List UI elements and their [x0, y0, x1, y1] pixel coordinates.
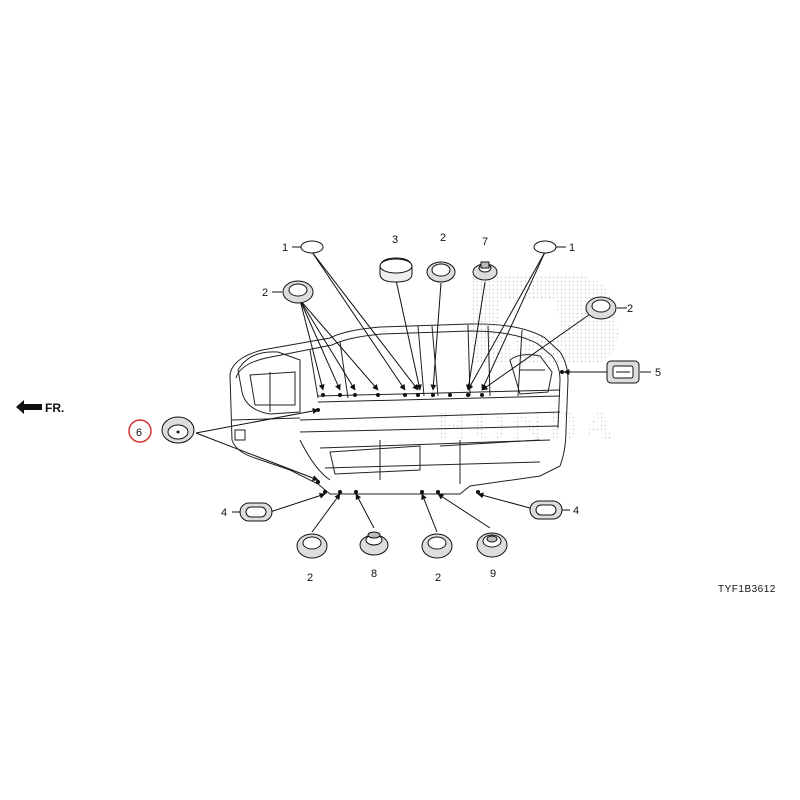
label-2-left: 2	[262, 287, 268, 299]
diagram-code: TYF1B3612	[718, 584, 776, 595]
part-2-top-grommet	[426, 261, 456, 283]
label-1-left: 1	[282, 242, 288, 254]
part-1-right-plug	[533, 240, 557, 254]
leader-lines	[195, 246, 651, 533]
front-label: FR.	[45, 401, 64, 415]
hole-marker	[338, 393, 342, 397]
label-2-bottom-a: 2	[307, 572, 313, 584]
part-labels: 1 3 2 7 1 2 2 5 4 4 2 8 2 9	[221, 232, 661, 584]
part-4-left-grommet	[239, 502, 273, 522]
part-1-left-plug	[300, 240, 324, 254]
honda-watermark-logo: HONDA	[435, 275, 619, 450]
hole-marker	[476, 490, 480, 494]
hole-marker	[376, 393, 380, 397]
hole-marker	[416, 393, 420, 397]
hole-marker	[353, 393, 357, 397]
part-2-bottom-a-grommet	[296, 533, 328, 559]
hole-marker	[431, 393, 435, 397]
part-7-grommet	[472, 261, 498, 281]
hole-marker	[466, 393, 470, 397]
part-6-grommet	[161, 416, 195, 444]
highlight-ring	[128, 419, 152, 443]
label-7: 7	[482, 236, 488, 248]
hole-marker	[316, 480, 320, 484]
label-5: 5	[655, 367, 661, 379]
grommet-locations	[316, 370, 564, 494]
label-9: 9	[490, 568, 496, 580]
part-5-grommet	[606, 360, 640, 384]
label-4-left: 4	[221, 507, 227, 519]
front-arrow-icon	[16, 400, 42, 414]
part-8-grommet	[359, 531, 389, 556]
label-8: 8	[371, 568, 377, 580]
part-3-plug	[379, 257, 413, 283]
hole-marker	[321, 393, 325, 397]
hole-marker	[480, 393, 484, 397]
hole-marker	[323, 490, 327, 494]
hole-marker	[448, 393, 452, 397]
label-2-right: 2	[627, 303, 633, 315]
label-2-top: 2	[440, 232, 446, 244]
part-2-left-grommet	[282, 280, 314, 304]
hole-marker	[420, 490, 424, 494]
label-3: 3	[392, 234, 398, 246]
hole-marker	[354, 490, 358, 494]
part-2-bottom-b-grommet	[421, 533, 453, 559]
hole-marker	[403, 393, 407, 397]
highlighted-part-6: 6	[128, 419, 152, 443]
part-4-right-grommet	[529, 500, 563, 520]
hole-marker	[338, 490, 342, 494]
part-9-grommet	[476, 532, 508, 558]
watermark-text: HONDA	[435, 401, 619, 450]
label-6: 6	[136, 427, 142, 439]
hole-marker	[560, 370, 564, 374]
hole-marker	[436, 490, 440, 494]
label-2-bottom-b: 2	[435, 572, 441, 584]
label-1-right: 1	[569, 242, 575, 254]
label-4-right: 4	[573, 505, 579, 517]
front-direction-indicator: FR.	[16, 400, 64, 415]
part-2-right-grommet	[585, 296, 617, 320]
